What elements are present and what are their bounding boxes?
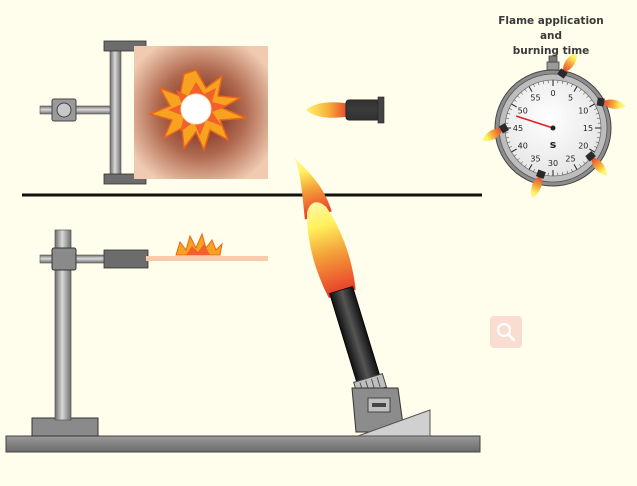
hand-pivot [550,125,556,131]
dial-tick [571,84,573,87]
dial-tick [579,164,582,167]
timer-title: Flame application and burning time [488,14,614,59]
timer-title-line2: burning time [512,45,590,57]
stopwatch-hand [516,115,554,129]
dial-tick [511,103,517,108]
dial-tick [505,117,510,119]
dial-tick [595,141,599,144]
top-clamp-assembly [39,40,147,185]
dial-tick [517,157,520,161]
dial-tick [514,99,517,102]
dial-tick [542,80,544,85]
dial-tick [520,92,524,95]
dial-tick [562,171,564,176]
dial-tick [517,95,520,99]
dial-tick [566,82,569,86]
dial-tick [566,170,569,174]
dial-tick [596,117,601,119]
dial-tick [511,148,517,153]
dial-tick [514,154,517,157]
dial-tick [573,164,578,170]
timer-unit-label: s [550,138,557,151]
dial-tick [533,84,535,87]
dial-tick [582,92,586,95]
dial-tick [562,80,564,85]
bunsen-burner [294,157,431,437]
horizontal-strip-specimen [146,232,268,261]
dial-label: 5 [568,94,573,103]
timer-title-line1: Flame application and [498,15,604,42]
dial-tick [537,82,540,86]
dial-tick [595,112,599,115]
dial-tick [589,148,595,153]
dial-tick [579,89,582,92]
lab-stand [31,229,149,437]
dial-tick [528,86,533,92]
dial-label: 35 [530,154,540,163]
small-flame-icon [175,232,223,256]
dial-label: 45 [513,124,523,133]
zoom-button[interactable] [490,316,522,348]
dial-ticks [505,80,601,176]
dial-tick [582,161,586,164]
dial-label: 30 [548,159,558,168]
dial-tick [509,146,512,148]
dial-tick [524,164,527,167]
dial-tick [589,103,595,108]
top-burner-horizontal [306,96,385,124]
dial-label: 20 [578,142,588,151]
dial-tick [586,95,589,99]
dial-tick [524,89,527,92]
dial-label: 55 [530,94,540,103]
dial-tick [594,108,597,110]
dial-tick [509,108,512,110]
dial-label: 10 [578,107,588,116]
dial-label: 50 [518,107,528,116]
top-specimen-plate [134,46,268,179]
magnifier-icon [496,322,516,342]
dial-tick [573,86,578,92]
dial-tick [505,137,510,139]
dial-tick [596,137,601,139]
dial-label: 25 [565,154,575,163]
dial-tick [571,169,573,172]
dial-tick [507,141,511,144]
timer-flame-markers [481,52,626,199]
ground-base-plate [5,435,481,453]
dial-tick [507,112,511,115]
dial-label: 15 [583,124,593,133]
dial-tick [533,169,535,172]
dial-tick [594,146,597,148]
dial-tick [589,99,592,102]
dial-tick [586,157,589,161]
dial-tick [520,161,524,164]
dial-tick [528,164,533,170]
dial-label: 0 [550,89,555,98]
dial-label: 40 [518,142,528,151]
